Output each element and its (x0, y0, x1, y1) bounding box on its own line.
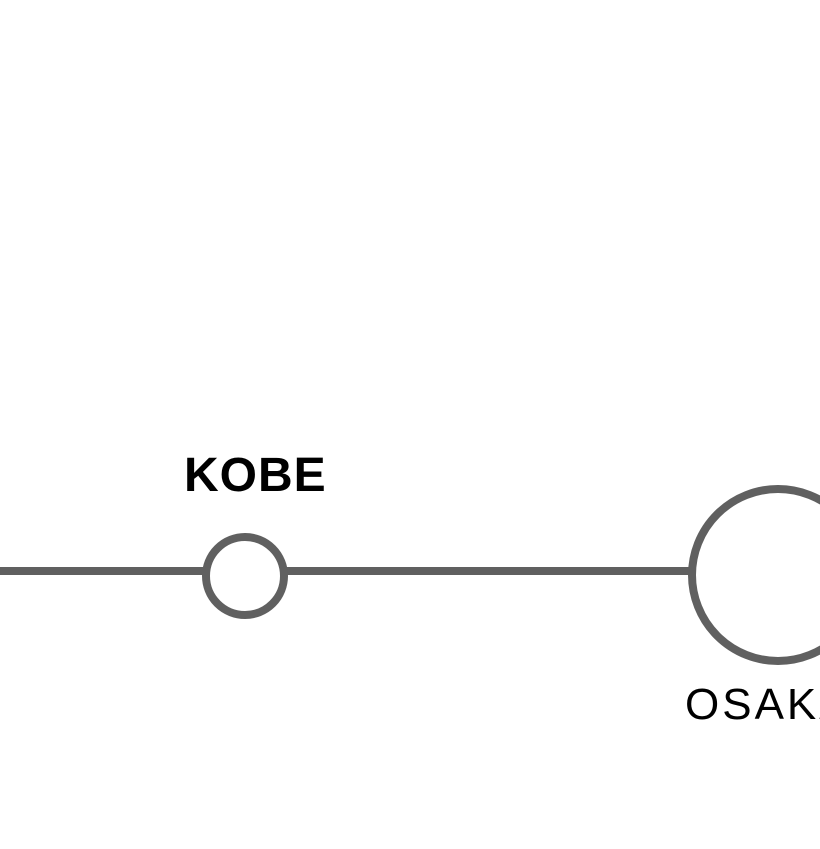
station-marker-kobe[interactable] (202, 533, 288, 619)
station-marker-osaka[interactable] (688, 485, 820, 665)
station-label-osaka: OSAKA (685, 680, 820, 729)
station-label-kobe: KOBE (184, 449, 327, 502)
